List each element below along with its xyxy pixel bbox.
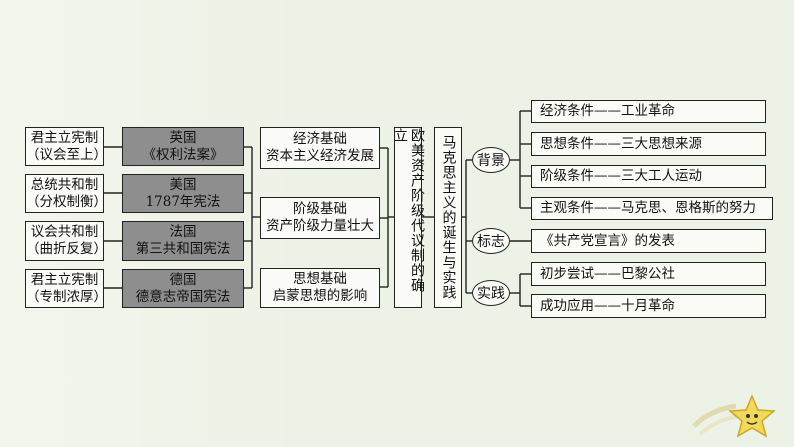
background-item-4-text: 主观条件——马克思、恩格斯的努力 [540,200,756,216]
left-item-1: 君主立宪制 （议会至上） [25,127,107,166]
left-item-2-line2: （分权制衡） [26,193,107,210]
oval-practice-label: 实践 [477,286,505,302]
oval-background-label: 背景 [477,153,505,169]
foundation-class-title: 阶级基础 [293,201,347,217]
left-item-1-line2: （议会至上） [26,146,107,163]
left-item-4-line1: 君主立宪制 [30,271,99,288]
center-marxism: 马克思主义的诞生与实践 [434,127,462,308]
practice-item-2: 成功应用——十月革命 [531,294,766,318]
country-england-name: 英国 [169,129,197,146]
country-usa: 美国 1787年宪法 [122,174,244,213]
background-item-2: 思想条件——三大思想来源 [531,132,766,156]
background-item-4: 主观条件——马克思、恩格斯的努力 [531,197,773,220]
center-marxism-text: 马克思主义的诞生与实践 [440,135,457,300]
oval-background: 背景 [472,147,510,173]
left-item-4: 君主立宪制 （专制浓厚） [25,269,107,308]
oval-practice: 实践 [472,280,510,306]
background-item-3: 阶级条件——三大工人运动 [531,165,766,188]
foundation-economic: 经济基础 资本主义经济发展 [260,127,380,169]
foundation-class-detail: 资产阶级力量壮大 [266,218,374,234]
country-france: 法国 第三共和国宪法 [122,221,244,261]
practice-item-2-text: 成功应用——十月革命 [540,297,675,314]
country-germany-document: 德意志帝国宪法 [135,288,231,305]
background-item-1: 经济条件——工业革命 [531,100,766,123]
center-representative-system: 欧美资产阶级代议制的确立 [392,127,425,308]
background-item-1-text: 经济条件——工业革命 [540,103,675,119]
left-item-3-line1: 议会共和制 [30,224,99,240]
foundation-economic-detail: 资本主义经济发展 [266,148,374,164]
background-item-3-text: 阶级条件——三大工人运动 [540,168,702,184]
background-item-2-text: 思想条件——三大思想来源 [540,135,702,152]
left-item-3-line2: （曲折反复） [26,241,107,257]
practice-item-1: 初步尝试——巴黎公社 [531,262,766,286]
left-item-2: 总统共和制 （分权制衡） [25,174,107,213]
left-item-3: 议会共和制 （曲折反复） [25,221,107,261]
left-item-4-line2: （专制浓厚） [26,288,107,305]
foundation-ideology: 思想基础 启蒙思想的影响 [260,268,380,308]
country-germany: 德国 德意志帝国宪法 [122,269,244,308]
country-usa-name: 美国 [169,176,197,193]
country-usa-document: 1787年宪法 [145,193,221,210]
country-france-document: 第三共和国宪法 [135,241,231,257]
foundation-economic-title: 经济基础 [293,131,347,147]
foundation-ideology-detail: 启蒙思想的影响 [272,288,368,304]
country-england: 英国 《权利法案》 [122,127,244,166]
left-item-1-line1: 君主立宪制 [30,129,99,146]
left-item-2-line1: 总统共和制 [30,176,99,193]
country-england-document: 《权利法案》 [142,146,224,163]
center-representative-system-text: 欧美资产阶级代议制的确立 [392,128,425,293]
country-france-name: 法国 [169,224,197,240]
practice-item-1-text: 初步尝试——巴黎公社 [540,265,675,282]
foundation-class: 阶级基础 资产阶级力量壮大 [260,197,380,239]
oval-symbol: 标志 [472,228,510,254]
symbol-item-1-text: 《共产党宣言》的发表 [540,232,675,249]
star-decoration-icon [692,394,776,438]
symbol-item-1: 《共产党宣言》的发表 [531,229,766,253]
country-germany-name: 德国 [169,271,197,288]
foundation-ideology-title: 思想基础 [293,271,347,287]
oval-symbol-label: 标志 [477,234,505,250]
